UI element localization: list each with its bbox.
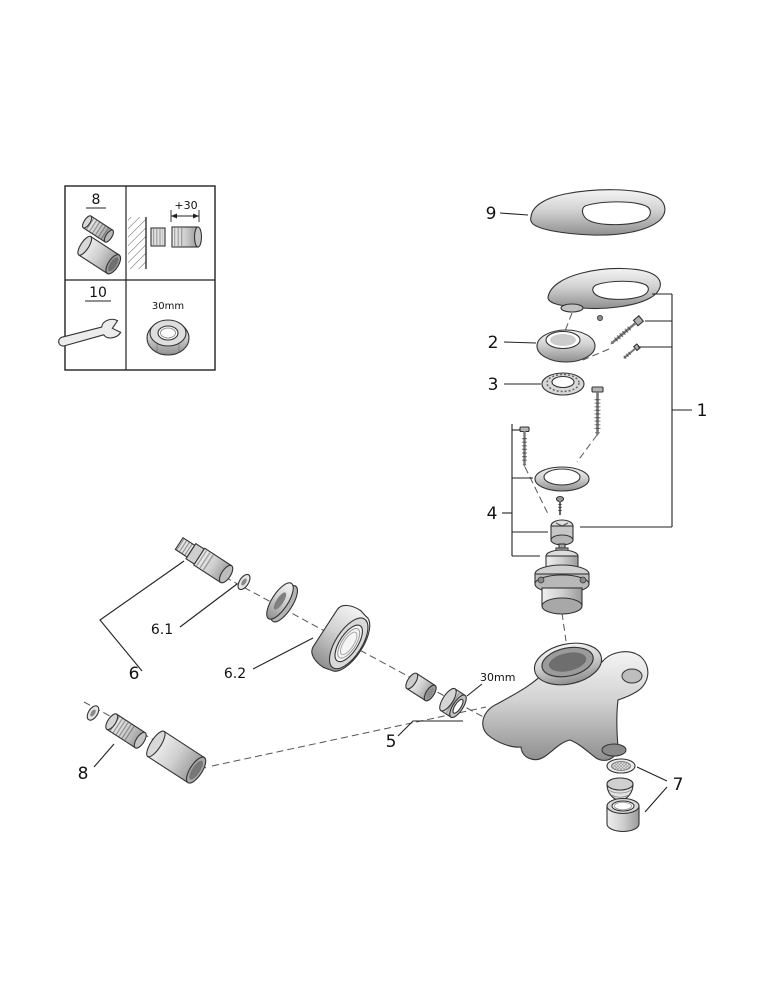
callout-5-label: 5 (386, 732, 397, 752)
group5-insert-part (405, 672, 437, 702)
wrench-icon (58, 318, 122, 347)
handle-spare-part (530, 189, 666, 236)
axis-screw-to-stem (524, 466, 550, 517)
extension-dimension: +30 (170, 199, 200, 222)
extension-dimension-text: +30 (174, 199, 197, 212)
inset-nut-30mm: 30mm (146, 301, 190, 356)
group8-sleeve-part (146, 730, 207, 784)
callout-1-label: 1 (697, 401, 708, 421)
group8-nipple-part (105, 713, 147, 749)
callout-7-label: 7 (673, 775, 684, 795)
spout-boss (621, 668, 643, 684)
outlet-opening (601, 743, 627, 757)
callout-6-leader (99, 560, 185, 672)
group7-mesh-washer-part (606, 758, 636, 774)
group7-dome-screen-part (606, 777, 634, 801)
callout-nut-size-leader (466, 683, 483, 697)
callout-8-label: 8 (78, 764, 89, 784)
callout-nut-size-label: 30mm (480, 671, 515, 684)
callout-4-bracket (502, 424, 548, 557)
callout-4-label: 4 (487, 504, 498, 524)
inset-nut-size-text: 30mm (152, 301, 184, 312)
callout-2-leader (503, 341, 537, 344)
axis-screw-to-cap (582, 348, 610, 361)
stem-adapter-part (550, 519, 574, 551)
inset-box: 8 (58, 185, 216, 371)
dim-arrow-right (193, 213, 199, 219)
dim-arrow-left (171, 213, 177, 219)
callout-6-1-leader (179, 583, 238, 628)
wall-fitting-extension (171, 226, 203, 248)
group6-escutcheon-part (311, 604, 371, 672)
callout-7-leader-bottom (644, 786, 668, 813)
callout-2-label: 2 (488, 333, 499, 353)
inset-part8-label: 8 (92, 192, 101, 208)
callout-7-leader-top (636, 766, 668, 782)
faucet-body (482, 642, 649, 761)
callout-6-1-label: 6.1 (151, 622, 173, 638)
cartridge-seat-collar (533, 642, 603, 686)
group7-aerator-housing-part (606, 797, 640, 833)
handle-screw-part (610, 315, 645, 345)
grub-screw-part (597, 314, 604, 321)
group8-washer-part (86, 705, 100, 721)
callout-9-leader (499, 212, 529, 216)
inset-wall-section: +30 (128, 199, 203, 269)
callout-6-2-label: 6.2 (224, 666, 246, 682)
handle-lever-part (547, 267, 661, 313)
callout-1-bracket (580, 293, 692, 528)
callout-3-label: 3 (488, 375, 499, 395)
group6-check-valve-part (174, 536, 234, 584)
group6-flange-part (266, 582, 299, 623)
inset-extension-sleeve (77, 235, 122, 275)
fixing-screw-part (519, 426, 530, 467)
group5-nut-part (439, 687, 467, 719)
small-screw-part (623, 343, 641, 360)
callouts: 9 2 3 1 4 6.1 6 (78, 204, 708, 813)
wall-hatch (128, 217, 146, 269)
callout-6-2-leader (252, 637, 314, 670)
group6-washer-part (237, 573, 251, 591)
cap-ring-part (541, 372, 585, 396)
callout-5-bracket (397, 720, 463, 737)
inset-part10-label: 10 (89, 285, 107, 301)
long-screw-part (591, 386, 604, 436)
cartridge-part (534, 547, 590, 615)
axis-longscrew-to-ring (576, 434, 598, 463)
tiny-screw-part (555, 495, 565, 515)
axis-cartridge-to-body (561, 612, 567, 642)
callout-6-label: 6 (129, 664, 140, 684)
inset-extension-nipple (81, 215, 115, 243)
wall-fitting-short (150, 227, 166, 247)
mounting-ring-part (534, 466, 590, 492)
callout-8-leader (93, 743, 115, 768)
axis-group8-to-body (211, 706, 487, 767)
axis-handle-to-cap (564, 312, 573, 332)
inset-border (64, 185, 216, 371)
dome-cap-part (536, 329, 596, 363)
callout-9-label: 9 (486, 204, 497, 224)
